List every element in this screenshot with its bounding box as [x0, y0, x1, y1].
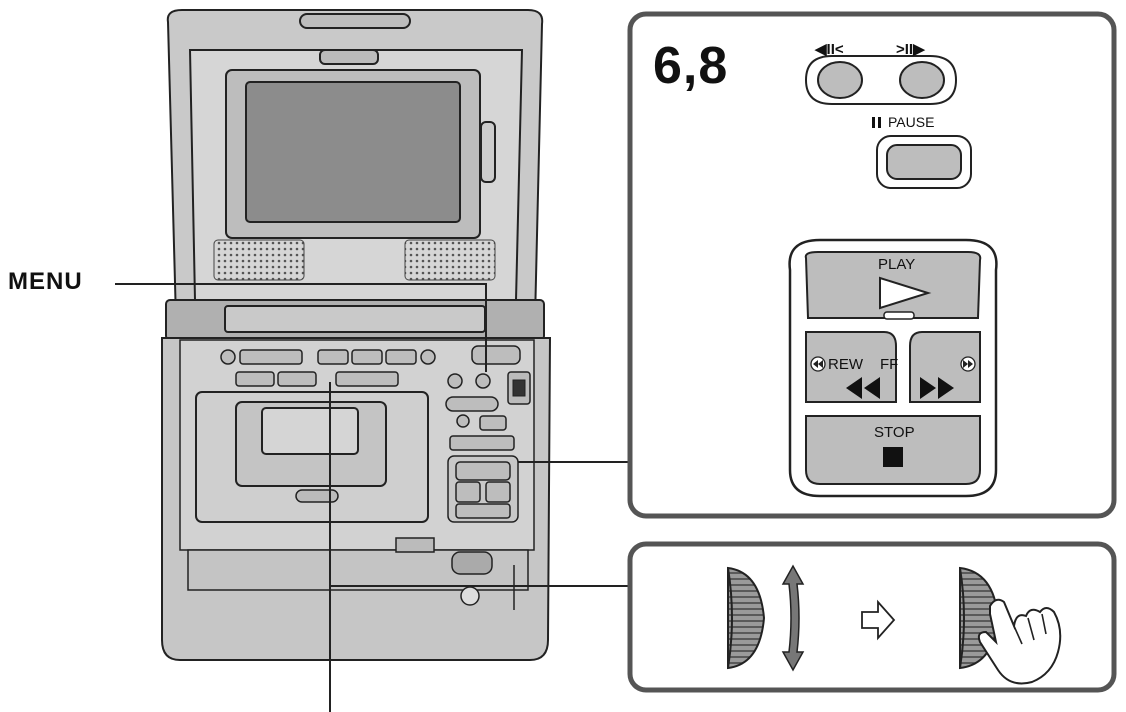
pause-button[interactable]: [886, 144, 962, 180]
play-label: PLAY: [878, 256, 916, 273]
menu-label: MENU: [8, 268, 83, 295]
rewind-icon: [846, 377, 880, 399]
menu-button[interactable]: [475, 373, 491, 389]
transport-cluster: [788, 238, 998, 498]
then-arrow-icon: [861, 599, 896, 641]
video-deck-device: [161, 9, 552, 661]
play-triangle-icon: [879, 276, 932, 310]
rew-label: REW: [828, 356, 863, 373]
ff-label: FF: [880, 356, 899, 373]
up-down-arrow-icon: [781, 564, 805, 672]
step-numbers-label: 6,8: [653, 37, 729, 95]
callout-lines: [115, 283, 630, 712]
lcd-screen: [245, 81, 461, 223]
stop-label: STOP: [874, 424, 915, 441]
frame-back-button[interactable]: [817, 61, 863, 99]
pause-label: PAUSE: [888, 114, 935, 130]
playback-controls-panel: [627, 11, 1117, 519]
frame-back-label: ◀II<: [815, 41, 844, 58]
frame-forward-button[interactable]: [899, 61, 945, 99]
pressing-hand-icon: [977, 598, 1062, 685]
right-speaker: [404, 239, 496, 281]
menu-callout-line: [115, 283, 487, 372]
jog-dial-panel: [627, 541, 1117, 693]
fast-forward-icon: [920, 377, 954, 399]
jog-dial-icon: [727, 566, 766, 670]
frame-step-buttons: [804, 55, 958, 105]
pause-button-group: [872, 117, 972, 189]
frame-forward-label: >II▶: [896, 41, 925, 58]
left-speaker: [213, 239, 305, 281]
stop-square-icon: [883, 447, 903, 467]
